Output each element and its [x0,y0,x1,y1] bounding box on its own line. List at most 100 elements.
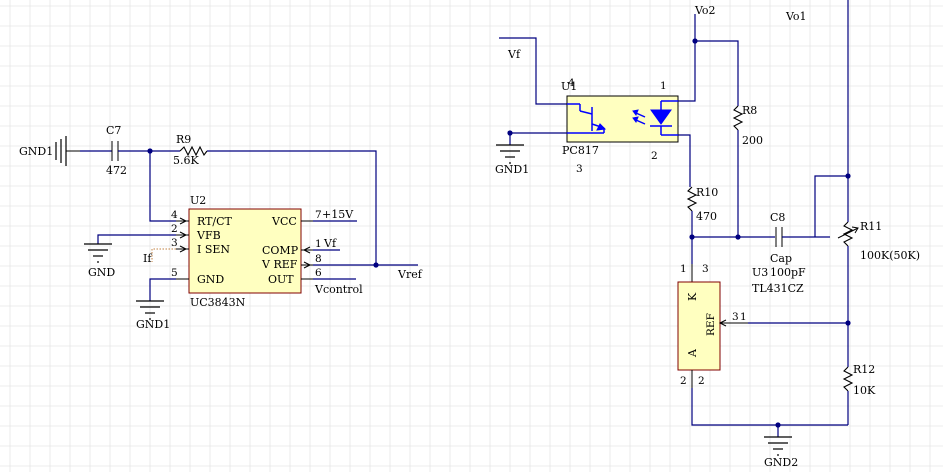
resistor-r12[interactable] [842,366,854,392]
wire-u3-gnd2 [691,388,848,426]
u2-body[interactable] [188,208,302,294]
u1-ref: U1 [561,80,577,93]
junction-u1-gnd1 [507,130,513,136]
u1-pin2: 2 [651,150,658,162]
u2-pin-isen: I SEN [197,243,230,256]
wire-u1-gnd1 [509,132,567,145]
r10-ref: R10 [696,186,718,199]
r8-ref: R8 [742,104,757,117]
c8-value: 100pF [770,266,806,279]
net-15v: +15V [322,208,354,221]
net-vf-u2: Vf [323,237,337,250]
u1-phototransistor [567,103,607,134]
wire-r8-top [695,40,739,106]
wire-r9-vref [207,150,377,265]
u3-pin1: 1 [680,263,687,275]
c8-type: Cap [770,252,792,265]
gnd1-u1-label: GND1 [495,163,529,176]
u2-pin3-num: 3 [171,237,178,249]
gnd2-label: GND2 [764,456,798,469]
gnd-label: GND [88,266,115,279]
u2-pin-comp: COMP [262,244,299,257]
resistor-r9[interactable] [179,145,208,157]
u1-pin3: 3 [576,163,583,175]
junction-vref [373,262,379,268]
u1-led [632,100,678,136]
capacitor-c7[interactable] [111,141,119,161]
wire-u1-r10 [678,134,691,187]
net-vf-top: Vf [507,48,521,61]
c7-value: 472 [106,164,127,177]
u3-ref-pin1: 1 [740,311,747,323]
u2-pin4-num: 4 [171,209,178,221]
wire-u2-gnd1 [149,278,176,301]
u3-ref-arrow [718,319,727,327]
u2-right-pins [301,220,313,280]
u2-pin6-num: 6 [315,267,322,279]
wire-vo2 [678,14,696,102]
u3-pin2: 2 [680,375,687,387]
u2-pin-rtct: RT/CT [197,215,233,228]
u2-pin-out: OUT [268,273,294,286]
resistor-r10[interactable] [686,186,698,212]
u2-pin8-num: 8 [315,253,322,265]
gnd1-left-label: GND1 [19,145,53,158]
junction-gnd2 [775,422,781,428]
r12-ref: R12 [853,363,875,376]
u3-k-label: K [686,292,699,301]
resistor-r8[interactable] [732,105,744,131]
c8-ref: C8 [770,211,785,224]
u2-pin-vref: V REF [261,258,298,271]
r10-value: 470 [696,210,717,223]
u2-pin2-num: 2 [171,223,178,235]
r9-value: 5.6K [173,154,199,167]
u3-ref-pin3: 3 [732,311,739,323]
u2-pin1-num: 1 [315,238,322,250]
wire-vo1 [814,0,849,237]
r8-value: 200 [742,134,763,147]
potentiometer-r11[interactable] [837,221,859,247]
wire-vf-top [499,37,567,105]
u2-pin5-num: 5 [171,267,178,279]
wire-vfb-gnd [97,234,176,244]
gnd1-u2-label: GND1 [136,318,170,331]
gnd1-u1-symbol[interactable] [496,144,524,164]
c7-ref: C7 [106,124,121,137]
net-vref: Vref [397,268,423,281]
r11-value: 100K(50K) [860,249,920,262]
r11-ref: R11 [860,220,882,233]
u3-body[interactable] [677,281,721,371]
u2-ref: U2 [190,194,206,207]
gnd2-symbol[interactable] [764,436,792,456]
u2-pin-vfb: VFB [196,229,221,242]
wire-rtct [149,151,176,222]
u3-ref: U3 [752,266,768,279]
u2-pin-gnd: GND [197,273,224,286]
u2-pin7-num: 7 [315,209,322,221]
gnd1-left-symbol[interactable] [55,136,80,166]
net-vo2: Vo2 [694,4,716,17]
u2-pin-vcc: VCC [271,215,297,228]
net-vo1: Vo1 [785,10,807,23]
gnd1-u2-symbol[interactable] [136,300,164,320]
u1-part: PC817 [562,144,599,157]
r12-value: 10K [853,384,876,397]
r9-ref: R9 [176,133,191,146]
u3-ref-label: REF [705,313,717,336]
u2-part: UC3843N [190,296,246,309]
junction-ref [845,320,851,326]
u1-pin1: 1 [660,80,667,92]
wire-if [151,248,176,262]
u1-pin4: 4 [568,77,575,89]
u3-pin3: 3 [702,263,709,275]
net-if: If [143,252,152,265]
net-vcontrol: Vcontrol [314,283,363,296]
capacitor-c8[interactable] [775,227,783,247]
u3-pin2b: 2 [698,375,705,387]
gnd-symbol[interactable] [84,243,112,263]
u3-a-label: A [686,348,699,358]
u2-left-pins [176,217,189,280]
u3-part: TL431CZ [752,282,804,295]
